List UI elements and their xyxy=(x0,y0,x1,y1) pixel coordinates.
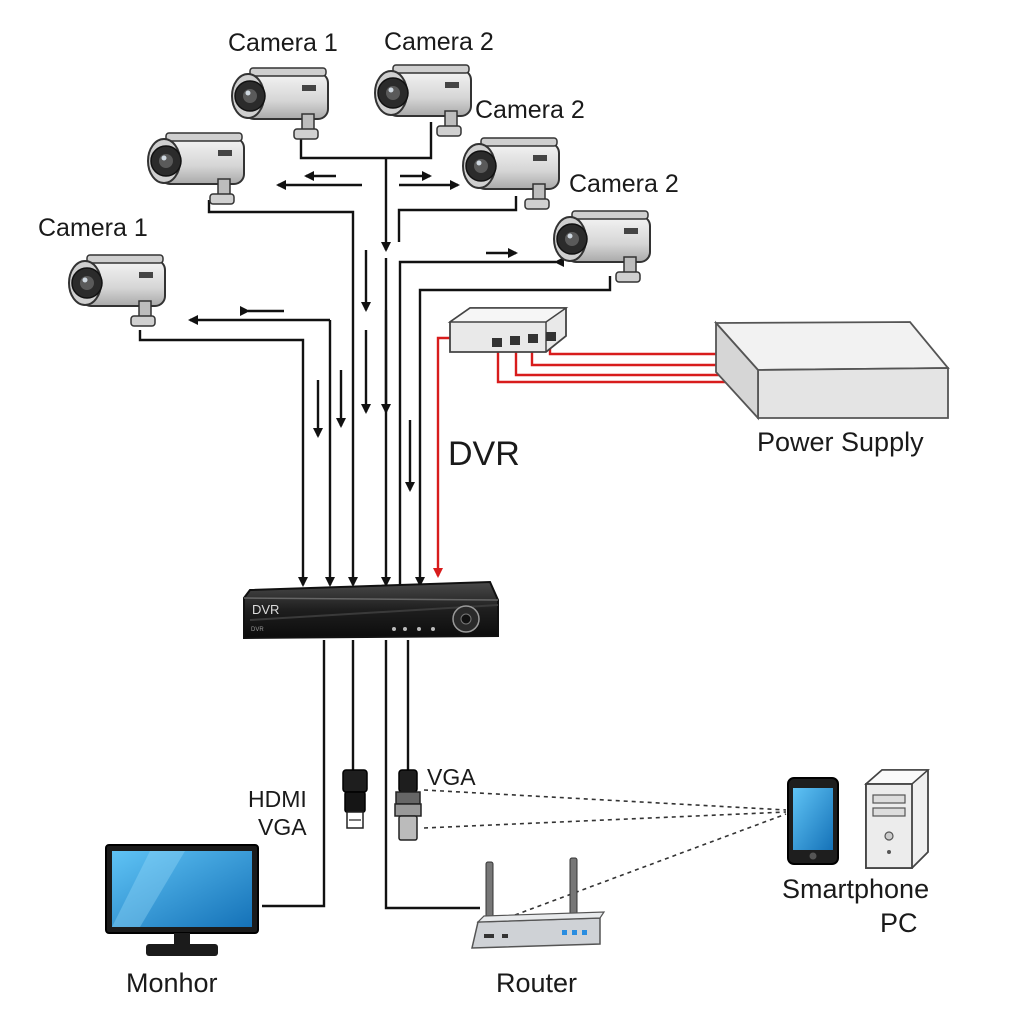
camera-icon xyxy=(68,254,166,327)
power-line-4 xyxy=(548,345,720,356)
hdmi-label: HDMI xyxy=(248,786,307,812)
camera-icon xyxy=(374,64,472,137)
power-line-2 xyxy=(514,346,742,377)
camera-icon xyxy=(462,137,560,210)
dvr-icon: DVR DVR xyxy=(243,580,499,640)
camera-icon xyxy=(553,210,651,283)
vga-left-label: VGA xyxy=(258,814,307,840)
smartphone-icon xyxy=(787,777,839,865)
output-cables xyxy=(262,640,480,910)
cable-camera-1-left xyxy=(138,330,308,587)
power-line-1 xyxy=(496,350,742,384)
camera-icon xyxy=(147,132,245,205)
camera-1-left-label: Camera 1 xyxy=(38,214,148,242)
monitor-icon xyxy=(105,844,259,956)
dash-router-to-phone xyxy=(514,813,787,916)
camera-cables xyxy=(138,122,612,587)
vga-right-label: VGA xyxy=(427,764,476,790)
camera-2-right-label: Camera 2 xyxy=(569,170,679,198)
cable-to-monitor xyxy=(262,640,326,908)
cable-to-camera-2-right xyxy=(398,257,564,585)
power-supply-label: Power Supply xyxy=(757,427,924,457)
splitter-icon xyxy=(447,307,569,353)
cable-camera-1-top xyxy=(207,200,358,587)
pc-tower-icon xyxy=(864,769,930,869)
hdmi-plug-icon xyxy=(342,769,368,829)
camera-2-top-label: Camera 2 xyxy=(384,28,494,56)
camera-2-mid-label: Camera 2 xyxy=(475,96,585,124)
network-links xyxy=(423,789,787,916)
dvr-model-text: DVR xyxy=(251,627,264,633)
router-icon xyxy=(471,857,606,949)
monitor-label: Monhor xyxy=(126,968,218,998)
dash-vga-to-phone xyxy=(423,789,787,811)
dvr-face-text: DVR xyxy=(252,602,279,617)
cable-camera-link xyxy=(299,122,433,160)
cable-to-router xyxy=(384,640,480,910)
router-label: Router xyxy=(496,968,578,998)
dash-plug-to-phone xyxy=(423,811,787,829)
power-supply-icon xyxy=(713,320,950,421)
cable-camera-2-mid xyxy=(397,196,518,242)
pc-label: PC xyxy=(880,908,918,938)
vga-plug-icon xyxy=(394,769,422,841)
camera-1-top-label: Camera 1 xyxy=(228,29,338,57)
dvr-label: DVR xyxy=(448,435,520,473)
smartphone-label: Smartphone xyxy=(782,874,930,904)
camera-icon xyxy=(231,67,329,140)
cable-camera-2-right xyxy=(415,276,612,587)
